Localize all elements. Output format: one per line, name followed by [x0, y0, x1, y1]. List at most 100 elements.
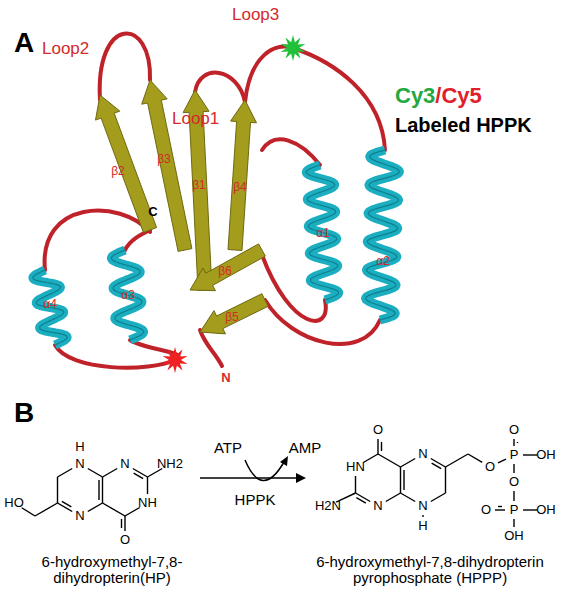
atom-label: H — [418, 519, 427, 533]
cy5-star — [163, 347, 188, 373]
bond — [355, 476, 356, 493]
strand-label: β4 — [233, 181, 247, 194]
atom-label: N — [418, 499, 427, 513]
terminus-label: C — [148, 205, 157, 219]
bond — [401, 459, 416, 467]
beta-strand — [200, 294, 268, 334]
atom-label: HO — [4, 496, 24, 510]
bond — [513, 464, 514, 473]
compound-name: 6-hydroxymethyl-7,8-dihydropterin pyroph… — [295, 554, 565, 587]
bond — [88, 503, 103, 511]
atom-label: O — [509, 423, 519, 437]
double-bond — [432, 463, 442, 468]
atom-label: N — [75, 457, 84, 471]
bond — [386, 493, 401, 501]
enzyme-label: HPPK — [235, 492, 276, 509]
bond — [133, 469, 148, 477]
atom-label: H2N — [315, 499, 341, 513]
loop-label: Loop2 — [42, 40, 89, 59]
double-bond — [62, 501, 72, 506]
bond — [58, 503, 73, 511]
strand-label: β1 — [192, 179, 206, 192]
bond — [431, 493, 446, 501]
alpha-helix — [33, 270, 67, 345]
double-bond — [134, 473, 144, 478]
alpha-helix-edge — [366, 150, 400, 320]
atom-label: O — [509, 475, 519, 489]
atom-label: O — [481, 503, 491, 517]
reaction-arrow — [200, 456, 306, 483]
bond — [378, 454, 401, 467]
atom-label: N — [120, 457, 129, 471]
beta-strand — [190, 244, 265, 291]
atom-label: OH — [504, 529, 524, 543]
bond — [125, 508, 140, 516]
alpha-helix-edge — [33, 270, 67, 345]
bond — [88, 469, 103, 477]
chemical-bonds — [22, 439, 537, 531]
panel-letter: B — [14, 398, 34, 429]
bond — [356, 493, 371, 501]
double-bond — [98, 480, 99, 500]
atom-label: N — [75, 509, 84, 523]
dye-label: /Cy5 — [435, 84, 481, 108]
atom-label: N — [418, 447, 427, 461]
panel-letter: A — [14, 28, 34, 59]
beta-strand — [96, 95, 157, 232]
beta-strand — [142, 80, 192, 251]
bond — [58, 469, 73, 477]
strand-label: β5 — [225, 311, 239, 324]
alpha-helix — [306, 165, 338, 300]
bond — [495, 509, 505, 510]
alpha-helix-edge — [306, 165, 338, 300]
cofactor-label: ATP — [214, 440, 242, 457]
atom-label: OH — [536, 448, 556, 462]
bond — [523, 509, 537, 510]
dye-label: Cy3 — [395, 84, 435, 108]
bond — [400, 467, 401, 493]
alpha-helix-edge — [111, 250, 143, 340]
helix-label: α3 — [121, 289, 135, 302]
atom-label: N — [373, 499, 382, 513]
bond — [513, 519, 514, 527]
loop-ribbons — [45, 33, 385, 367]
bond — [431, 459, 446, 467]
bond — [513, 491, 514, 501]
bond — [35, 503, 58, 516]
helix-label: α1 — [316, 227, 330, 240]
atom-label: P — [510, 448, 519, 462]
atom-label: O — [485, 460, 495, 474]
atom-label: H — [75, 440, 84, 454]
bond — [124, 516, 125, 531]
cofactor-label: AMP — [289, 440, 322, 457]
alpha-helix — [366, 150, 400, 320]
bond — [422, 515, 423, 517]
bond — [498, 459, 506, 463]
bond — [446, 454, 469, 467]
helix-label: α2 — [376, 255, 390, 268]
bond — [445, 467, 446, 493]
bond — [147, 477, 148, 494]
bond — [523, 454, 537, 455]
alpha-helix — [111, 250, 143, 340]
loop-label: Loop1 — [172, 110, 219, 129]
atom-label: NH2 — [157, 457, 183, 471]
double-bond — [381, 442, 382, 451]
protein-label: Labeled HPPK — [395, 114, 532, 136]
double-bond — [403, 470, 404, 490]
beta-strands — [96, 80, 269, 334]
compound-name: 6-hydroxymethyl-7,8- dihydropterin(HP) — [17, 554, 207, 587]
strand-label: β3 — [157, 153, 171, 166]
helix-label: α4 — [43, 298, 57, 311]
atom-label: OH — [536, 503, 556, 517]
terminus-label: N — [221, 371, 230, 385]
double-bond — [517, 442, 518, 443]
cy3-star — [281, 35, 306, 61]
bond — [468, 454, 482, 462]
strand-label: β2 — [111, 165, 125, 178]
double-bond — [498, 506, 502, 507]
beta-strand — [228, 100, 257, 251]
alpha-helices — [33, 150, 400, 345]
loop-label: Loop3 — [232, 6, 279, 25]
bond — [513, 439, 514, 446]
